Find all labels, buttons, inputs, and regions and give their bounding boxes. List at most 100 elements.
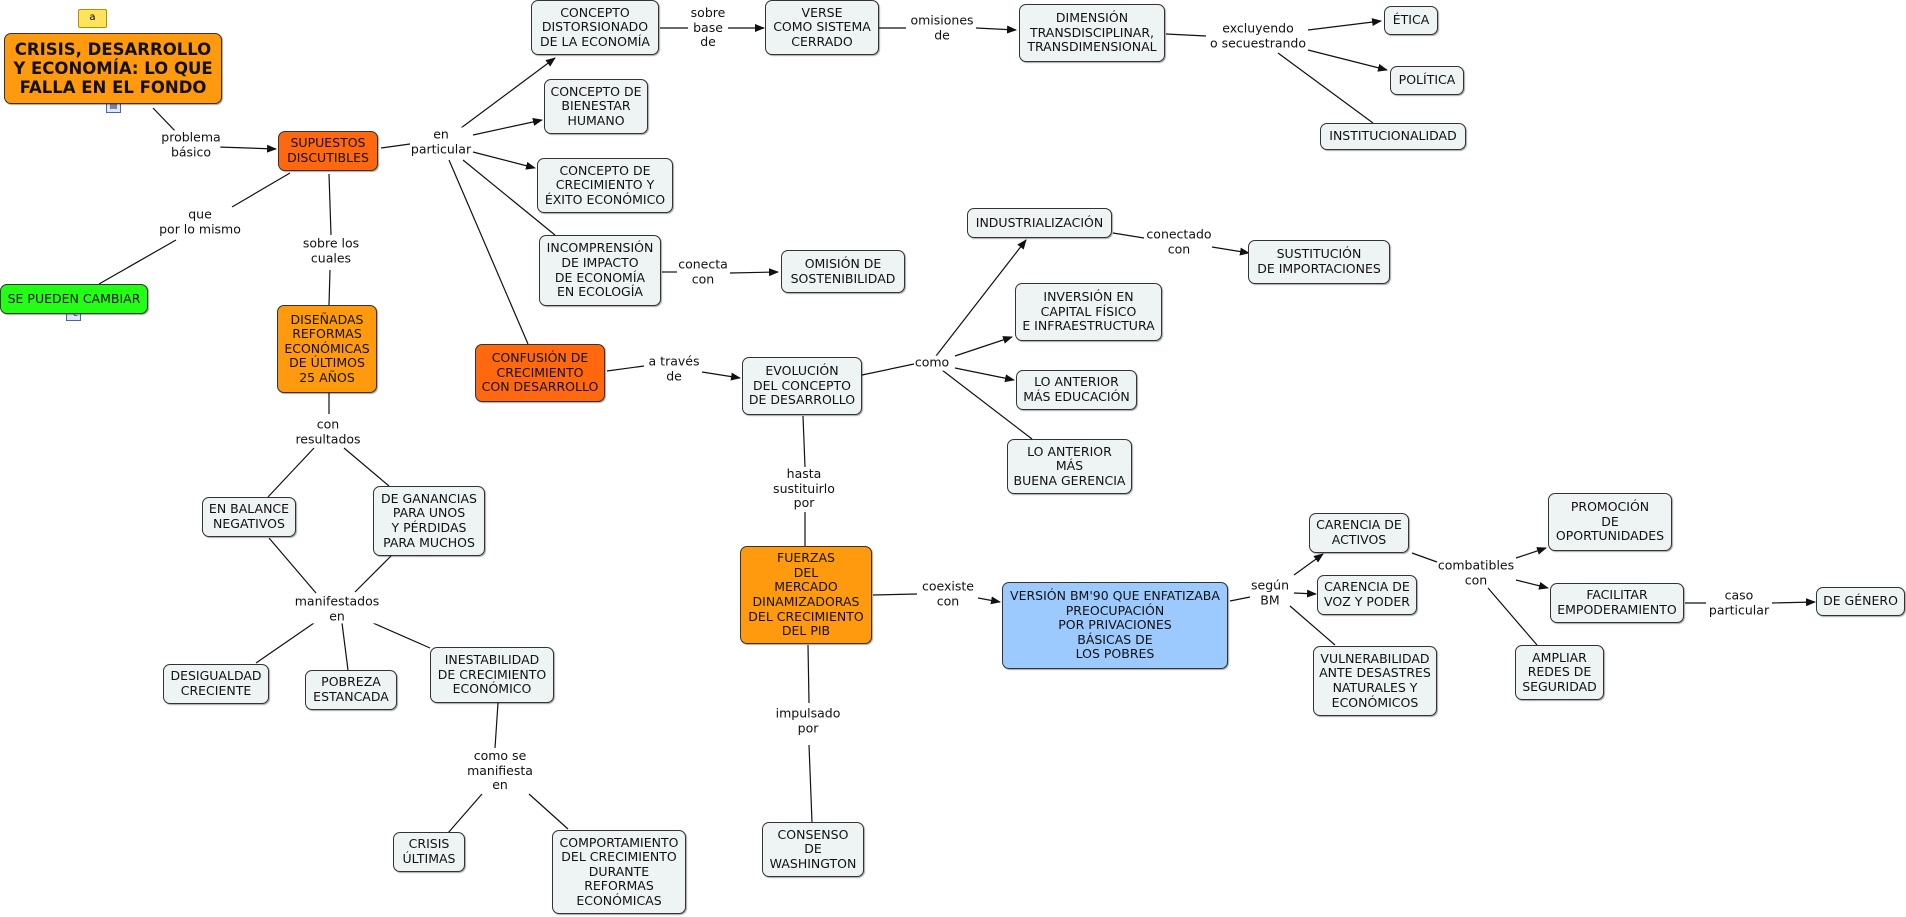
node-vulnerabilidad[interactable]: VULNERABILIDAD ANTE DESASTRES NATURALES …: [1313, 646, 1437, 716]
edge-line: [328, 269, 331, 306]
edge-line: [460, 57, 556, 129]
link-label-que: que por lo mismo: [159, 206, 241, 237]
edge-line: [1771, 598, 1816, 607]
edge-line: [1165, 33, 1207, 37]
edge-line: [447, 793, 483, 834]
edge-line: [1307, 18, 1382, 31]
link-label-conectado: conectado con: [1146, 226, 1212, 257]
edge-line: [1277, 52, 1374, 124]
node-crisis-ultimas[interactable]: CRISIS ÚLTIMAS: [393, 832, 465, 872]
edge-line: [1411, 552, 1438, 563]
edge-line: [255, 622, 315, 664]
link-label-manifestados: manifestados en: [294, 593, 380, 624]
node-comportamiento[interactable]: COMPORTAMIENTO DEL CRECIMIENTO DURANTE R…: [552, 830, 686, 914]
node-facilitar[interactable]: FACILITAR EMPODERAMIENTO: [1550, 583, 1684, 623]
link-label-hasta: hasta sustituirlo por: [773, 466, 835, 511]
edge-line: [1293, 553, 1324, 576]
edge-line: [380, 143, 411, 149]
node-crisis-title[interactable]: CRISIS, DESARROLLO Y ECONOMÍA: LO QUE FA…: [4, 33, 222, 104]
edge-line: [975, 25, 1017, 34]
edge-line: [1487, 587, 1538, 646]
edge-line: [807, 644, 810, 704]
edge-line: [861, 363, 915, 376]
node-genero[interactable]: DE GÉNERO: [1816, 587, 1905, 616]
node-etica[interactable]: ÉTICA: [1384, 6, 1438, 35]
edge-line: [941, 369, 1033, 440]
edge-line: [872, 593, 918, 596]
node-dimension[interactable]: DIMENSIÓN TRANSDISCIPLINAR, TRANSDIMENSI…: [1019, 4, 1165, 62]
edge-line: [606, 365, 645, 372]
edge-line: [1211, 246, 1250, 256]
edge-line: [354, 555, 392, 593]
node-supuestos[interactable]: SUPUESTOS DISCUTIBLES: [278, 131, 378, 171]
node-verse[interactable]: VERSE COMO SISTEMA CERRADO: [765, 0, 879, 55]
edge-line: [977, 596, 1001, 605]
edge-line: [808, 744, 813, 823]
edge-line: [462, 159, 556, 236]
edge-line: [372, 622, 431, 649]
edge-line: [528, 793, 569, 830]
node-ampliar[interactable]: AMPLIAR REDES DE SEGURIDAD: [1515, 645, 1604, 700]
edge-line: [1515, 547, 1547, 559]
edge-line: [267, 447, 315, 498]
node-distorsionado[interactable]: CONCEPTO DISTORSIONADO DE LA ECONOMÍA: [531, 0, 659, 55]
node-version[interactable]: VERSIÓN BM'90 QUE ENFATIZABA PREOCUPACIÓ…: [1002, 582, 1228, 669]
node-promocion[interactable]: PROMOCIÓN DE OPORTUNIDADES: [1548, 493, 1672, 551]
edge-line: [472, 118, 543, 136]
edge-line: [1293, 589, 1317, 598]
edge-line: [1515, 579, 1549, 590]
node-ganancias[interactable]: DE GANANCIAS PARA UNOS Y PÉRDIDAS PARA M…: [373, 486, 485, 556]
node-disenadas[interactable]: DISEÑADAS REFORMAS ECONÓMICAS DE ÚLTIMOS…: [277, 305, 377, 393]
link-label-omisiones: omisiones de: [910, 12, 974, 43]
link-label-en-particular: en particular: [410, 126, 472, 157]
node-confusion[interactable]: CONFUSIÓN DE CRECIMIENTO CON DESARROLLO: [475, 344, 605, 402]
node-consenso[interactable]: CONSENSO DE WASHINGTON: [762, 822, 864, 877]
link-label-con-resultados: con resultados: [295, 416, 361, 447]
edge-line: [954, 367, 1015, 383]
node-incomprension[interactable]: INCOMPRENSIÓN DE IMPACTO DE ECONOMÍA EN …: [539, 235, 661, 306]
edge-line: [472, 151, 536, 170]
link-label-como: como: [914, 354, 950, 371]
link-label-a-traves: a través de: [648, 353, 700, 384]
node-voz[interactable]: CARENCIA DE VOZ Y PODER: [1317, 575, 1417, 615]
edge-line: [1307, 49, 1388, 72]
node-activos[interactable]: CARENCIA DE ACTIVOS: [1309, 513, 1409, 553]
edge-line: [328, 173, 332, 236]
edge-line: [341, 622, 349, 671]
link-label-sobre-base: sobre base de: [690, 5, 726, 50]
node-pueden-cambiar[interactable]: SE PUEDEN CAMBIAR: [0, 284, 148, 314]
link-label-caso: caso particular: [1708, 587, 1770, 618]
node-industrializacion[interactable]: INDUSTRIALIZACIÓN: [967, 208, 1112, 238]
edge-line: [448, 159, 529, 345]
node-pobreza[interactable]: POBREZA ESTANCADA: [305, 670, 397, 710]
edge-line: [1289, 605, 1336, 646]
node-institucionalidad[interactable]: INSTITUCIONALIDAD: [1320, 123, 1466, 150]
node-bienestar[interactable]: CONCEPTO DE BIENESTAR HUMANO: [544, 79, 648, 134]
node-educacion[interactable]: LO ANTERIOR MÁS EDUCACIÓN: [1016, 370, 1137, 410]
node-fuerzas[interactable]: FUERZAS DEL MERCADO DINAMIZADORAS DEL CR…: [740, 546, 872, 644]
node-gerencia[interactable]: LO ANTERIOR MÁS BUENA GERENCIA: [1007, 439, 1132, 494]
node-evolucion[interactable]: EVOLUCIÓN DEL CONCEPTO DE DESARROLLO: [742, 357, 862, 415]
link-label-combatibles: combatibles con: [1437, 557, 1515, 588]
link-label-sobre: sobre los cuales: [302, 235, 360, 266]
node-omision[interactable]: OMISIÓN DE SOSTENIBILIDAD: [781, 250, 905, 293]
node-inestabilidad[interactable]: INESTABILIDAD DE CRECIMIENTO ECONÓMICO: [430, 647, 554, 703]
edge-line: [152, 107, 179, 135]
node-inversion[interactable]: INVERSIÓN EN CAPITAL FÍSICO E INFRAESTRU…: [1015, 283, 1162, 341]
node-politica[interactable]: POLÍTICA: [1390, 66, 1464, 95]
sticker-icon: a: [78, 9, 107, 28]
edge-line: [802, 415, 806, 468]
node-sustitucion[interactable]: SUSTITUCIÓN DE IMPORTACIONES: [1248, 240, 1390, 284]
node-crecimiento-exito[interactable]: CONCEPTO DE CRECIMIENTO Y ÉXITO ECONÓMIC…: [537, 158, 673, 213]
edge-line: [494, 702, 499, 749]
edge-line: [701, 371, 741, 381]
node-balance[interactable]: EN BALANCE NEGATIVOS: [202, 497, 296, 537]
node-desigualdad[interactable]: DESIGUALDAD CRECIENTE: [163, 664, 269, 704]
link-label-como-manifiesta: como se manifiesta en: [467, 748, 533, 793]
edge-line: [217, 144, 277, 153]
edge-line: [343, 447, 390, 487]
edge-line: [1229, 596, 1251, 602]
link-label-coexiste: coexiste con: [922, 578, 974, 609]
link-label-excluyendo: excluyendo o secuestrando: [1209, 20, 1307, 51]
